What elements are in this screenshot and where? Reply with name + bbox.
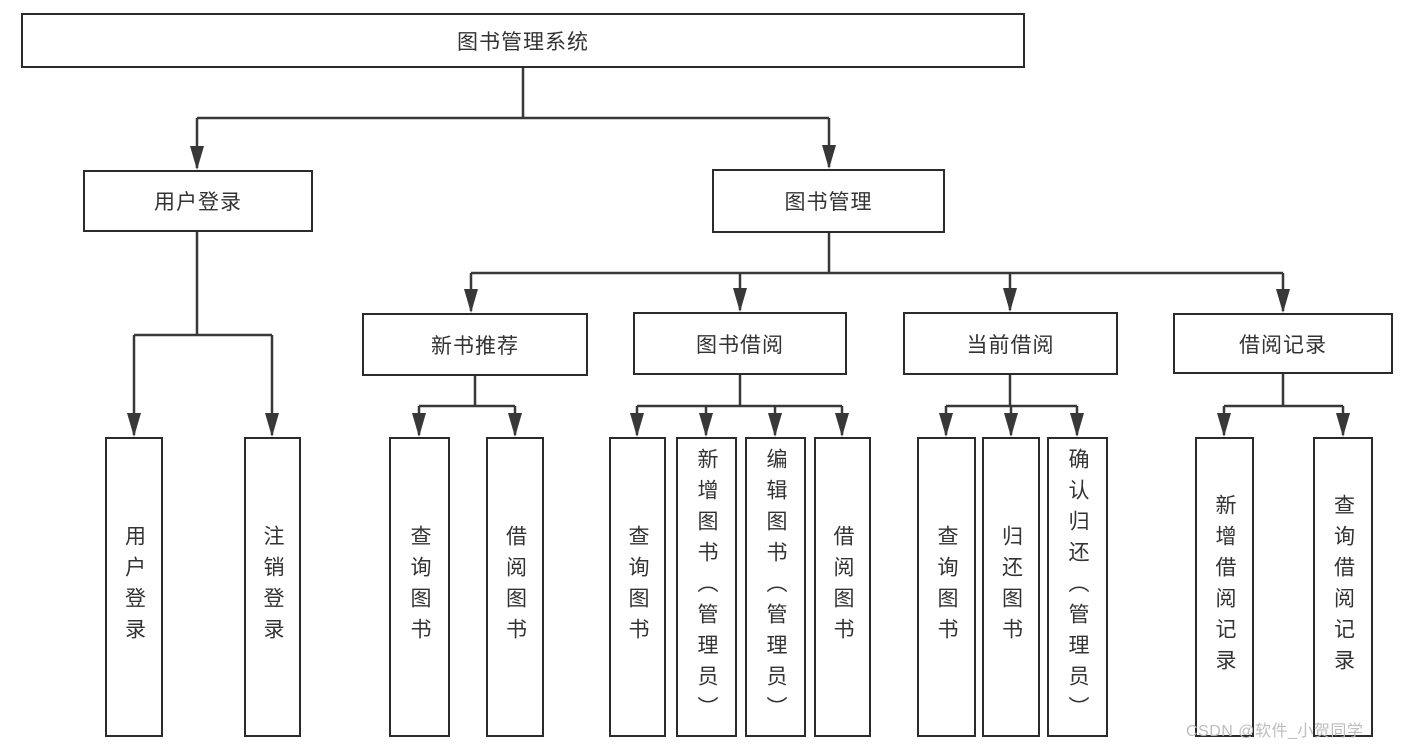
node-borrow-records: 借阅记录: [1173, 313, 1393, 374]
node-root-label: 图书管理系统: [457, 30, 589, 54]
leaf-borrow-books-recommend-label: 借阅图书: [503, 525, 527, 649]
node-root: 图书管理系统: [21, 13, 1025, 68]
leaf-logout-label: 注销登录: [261, 525, 284, 649]
node-new-book-recommend: 新书推荐: [362, 313, 588, 376]
leaf-user-login: 用户登录: [105, 437, 163, 737]
node-book-management: 图书管理: [712, 169, 945, 233]
leaf-query-borrow-record-label: 查询借阅记录: [1331, 494, 1355, 680]
leaf-user-login-label: 用户登录: [122, 525, 146, 649]
leaf-add-book-admin: 新增图书（管理员）: [676, 437, 737, 737]
node-user-login-label: 用户登录: [154, 191, 242, 214]
leaf-query-books-recommend-label: 查询图书: [408, 525, 431, 649]
leaf-borrow-books-recommend: 借阅图书: [486, 437, 544, 737]
leaf-edit-book-admin: 编辑图书（管理员）: [745, 437, 806, 737]
leaf-query-books-borrow-label: 查询图书: [626, 525, 649, 649]
leaf-add-borrow-record: 新增借阅记录: [1195, 437, 1254, 737]
node-new-book-recommend-label: 新书推荐: [431, 334, 519, 358]
leaf-return-book: 归还图书: [982, 437, 1040, 737]
node-book-management-label: 图书管理: [784, 191, 873, 214]
watermark-text: CSDN @软件_小贺同学: [1186, 723, 1364, 740]
node-current-borrow: 当前借阅: [903, 312, 1118, 375]
node-book-borrow: 图书借阅: [633, 312, 847, 375]
leaf-query-books-current: 查询图书: [917, 437, 976, 737]
leaf-confirm-return-admin-label: 确认归还（管理员）: [1066, 447, 1089, 727]
node-book-borrow-label: 图书借阅: [696, 333, 784, 357]
leaf-return-book-label: 归还图书: [999, 525, 1023, 649]
leaf-borrow-books: 借阅图书: [814, 437, 871, 737]
connector-lines: [132, 68, 1345, 435]
leaf-query-books-recommend: 查询图书: [389, 437, 450, 737]
leaf-borrow-books-label: 借阅图书: [831, 525, 854, 649]
leaf-confirm-return-admin: 确认归还（管理员）: [1047, 437, 1108, 737]
arrowheads: [127, 145, 1350, 437]
leaf-query-borrow-record: 查询借阅记录: [1313, 437, 1373, 737]
leaf-logout: 注销登录: [244, 437, 301, 737]
node-borrow-records-label: 借阅记录: [1239, 333, 1327, 357]
leaf-edit-book-admin-label: 编辑图书（管理员）: [764, 447, 787, 727]
node-current-borrow-label: 当前借阅: [966, 333, 1055, 357]
leaf-query-books-current-label: 查询图书: [935, 525, 958, 649]
leaf-query-books-borrow: 查询图书: [609, 437, 666, 737]
leaf-add-book-admin-label: 新增图书（管理员）: [695, 447, 718, 727]
leaf-add-borrow-record-label: 新增借阅记录: [1213, 494, 1236, 680]
node-user-login: 用户登录: [83, 170, 313, 232]
